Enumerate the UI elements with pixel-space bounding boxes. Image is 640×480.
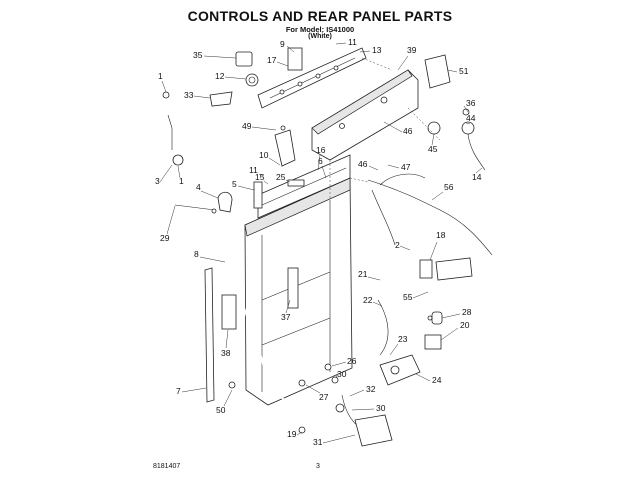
callout-8: 8	[194, 249, 199, 259]
callout-28: 28	[462, 307, 472, 317]
callout-44: 44	[466, 113, 476, 123]
callout-1a: 1	[158, 71, 163, 81]
callout-12: 12	[215, 71, 225, 81]
callout-26: 26	[347, 356, 357, 366]
callout-24: 24	[432, 375, 442, 385]
callout-45: 45	[428, 144, 438, 154]
callout-2: 2	[395, 240, 400, 250]
callout-23: 23	[398, 334, 408, 344]
callout-33: 33	[184, 90, 194, 100]
lower-coupling	[341, 394, 393, 447]
callout-4: 4	[196, 182, 201, 192]
control-panel-strip	[257, 47, 367, 109]
callout-labels: 9 11 13 35 17 39 51 1 12 33 36 44 49 46 …	[155, 37, 483, 447]
callout-30a: 30	[337, 369, 347, 379]
callout-19: 19	[287, 429, 297, 439]
callout-18: 18	[436, 230, 446, 240]
callout-17: 17	[267, 55, 277, 65]
diagram-title: CONTROLS AND REAR PANEL PARTS	[187, 8, 453, 24]
callout-29: 29	[160, 233, 170, 243]
rear-panel	[244, 177, 353, 406]
callout-37: 37	[281, 312, 291, 322]
callout-11b: 11	[249, 165, 258, 175]
wire-harness	[367, 173, 493, 256]
page-number: 3	[316, 463, 320, 470]
callout-46b: 46	[358, 159, 368, 169]
callout-15: 15	[255, 172, 265, 182]
callout-30b: 30	[376, 403, 386, 413]
callout-11: 11	[348, 37, 357, 47]
callout-46a: 46	[403, 126, 413, 136]
callout-22: 22	[363, 295, 373, 305]
callout-55: 55	[403, 292, 413, 302]
callout-47: 47	[401, 162, 411, 172]
callout-1b: 1	[179, 176, 184, 186]
callout-36: 36	[466, 98, 476, 108]
callout-14: 14	[472, 172, 482, 182]
control-console	[311, 69, 419, 161]
callout-7: 7	[176, 386, 181, 396]
doc-number: 8181407	[153, 463, 181, 470]
small-parts	[162, 47, 486, 434]
callout-32: 32	[366, 384, 376, 394]
callout-3: 3	[155, 176, 160, 186]
callout-38: 38	[221, 348, 231, 358]
model-line: For Model: IS41000	[285, 25, 355, 34]
water-valve	[379, 354, 421, 386]
callout-5: 5	[232, 179, 237, 189]
callout-16: 16	[316, 145, 326, 155]
callout-51: 51	[459, 66, 469, 76]
callout-39: 39	[407, 45, 417, 55]
color-line: (White)	[308, 33, 332, 40]
callout-35: 35	[193, 50, 203, 60]
side-strip	[204, 267, 215, 403]
callout-49: 49	[242, 121, 252, 131]
callout-50: 50	[216, 405, 226, 415]
callout-21: 21	[358, 269, 368, 279]
callout-13: 13	[372, 45, 382, 55]
callout-6: 6	[318, 156, 323, 166]
drain-hose	[233, 259, 341, 433]
reference-lines	[329, 57, 441, 200]
callout-56: 56	[444, 182, 454, 192]
callout-10: 10	[259, 150, 269, 160]
callout-9: 9	[280, 39, 285, 49]
callout-27: 27	[319, 392, 329, 402]
callout-31: 31	[313, 437, 323, 447]
callout-25: 25	[276, 172, 286, 182]
callout-20: 20	[460, 320, 470, 330]
fill-hose	[377, 299, 389, 356]
